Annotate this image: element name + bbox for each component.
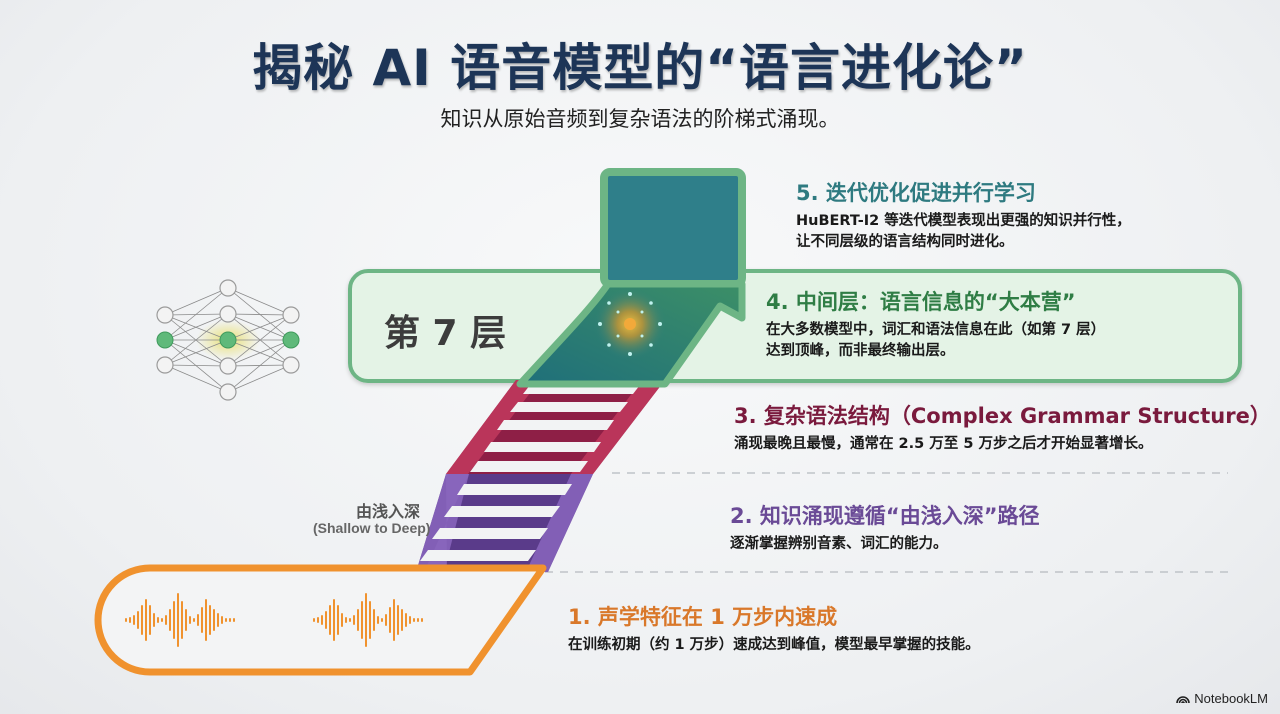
step-4: 4. 中间层：语言信息的“大本营” 在大多数模型中，词汇和语法信息在此（如第 7… [766,286,1105,362]
layer-7-label: 第 7 层 [384,313,507,354]
audio-waveform-icon [125,593,423,647]
step-1-heading: 1. 声学特征在 1 万步内速成 [568,605,838,629]
brand-name: NotebookLM [1194,691,1268,706]
step-4-line-1: 在大多数模型中，词汇和语法信息在此（如第 7 层） [766,322,1106,338]
notebooklm-logo-icon [1176,696,1191,704]
path-label-cn: 由浅入深 [356,502,421,521]
step-2-line-1: 逐渐掌握辨别音素、词汇的能力。 [730,536,948,552]
iterative-arrow [516,168,746,388]
path-label-en: (Shallow to Deep) [313,520,431,536]
step-1: 1. 声学特征在 1 万步内速成 在训练初期（约 1 万步）速成达到峰值，模型最… [568,601,980,656]
step-2-heading: 2. 知识涌现遵循“由浅入深”路径 [730,504,1040,528]
acoustic-base [94,564,547,676]
step-5: 5. 迭代优化促进并行学习 HuBERT-I2 等迭代模型表现出更强的知识并行性… [796,177,1131,253]
step-3-line-1: 涌现最晚且最慢，通常在 2.5 万至 5 万步之后才开始显著增长。 [734,436,1153,452]
step-5-line-2: 让不同层级的语言结构同时进化。 [796,234,1014,250]
ladder-grammar-section [446,380,665,474]
step-5-line-1: HuBERT-I2 等迭代模型表现出更强的知识并行性， [796,213,1131,229]
page-title: 揭秘 AI 语音模型的“语言进化论” [252,39,1028,97]
neural-network-icon [156,279,300,401]
step-4-line-2: 达到顶峰，而非最终输出层。 [766,343,955,359]
step-2: 2. 知识涌现遵循“由浅入深”路径 逐渐掌握辨别音素、词汇的能力。 [730,500,1040,555]
step-5-heading: 5. 迭代优化促进并行学习 [796,181,1036,205]
step-3: 3. 复杂语法结构（Complex Grammar Structure） 涌现最… [734,400,1271,455]
ladder-knowledge-section [416,474,593,572]
step-1-line-1: 在训练初期（约 1 万步）速成达到峰值，模型最早掌握的技能。 [568,637,980,653]
page-subtitle: 知识从原始音频到复杂语法的阶梯式涌现。 [440,107,840,131]
brand-watermark: NotebookLM [1176,691,1268,706]
step-3-heading: 3. 复杂语法结构（Complex Grammar Structure） [734,404,1271,428]
step-4-heading: 4. 中间层：语言信息的“大本营” [766,290,1076,314]
